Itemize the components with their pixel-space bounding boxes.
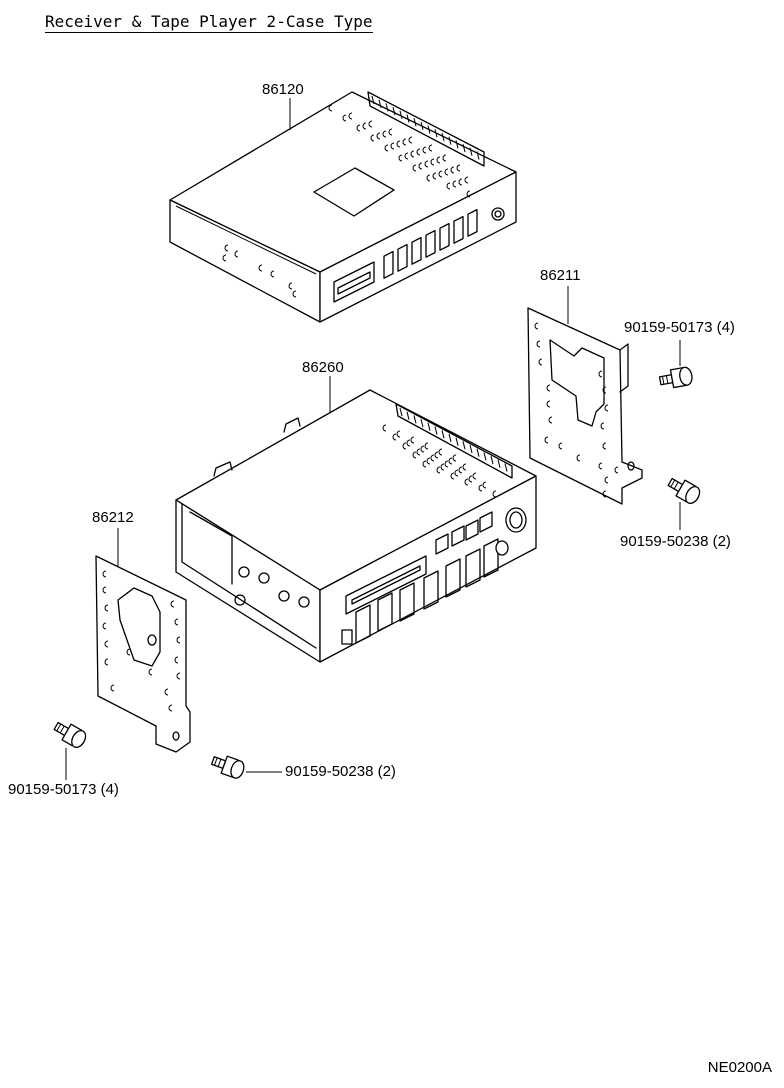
leader-lines <box>66 98 680 780</box>
part-label-86120: 86120 <box>262 81 304 98</box>
diagram-title: Receiver & Tape Player 2-Case Type <box>45 12 373 33</box>
part-label-86212: 86212 <box>92 509 134 526</box>
screw-left-bottom-icon[interactable] <box>52 718 89 750</box>
part-label-86260: 86260 <box>302 359 344 376</box>
part-label-screw-right-bottom: 90159-50238 (2) <box>620 533 731 550</box>
part-label-screw-left-bottom: 90159-50173 (4) <box>8 781 119 798</box>
bracket-left-icon[interactable] <box>96 556 190 752</box>
screw-right-top-icon[interactable] <box>659 366 694 389</box>
bracket-right-icon[interactable] <box>528 308 642 504</box>
screw-right-bottom-icon[interactable] <box>666 474 703 506</box>
diagram-code: NE0200A <box>707 1059 772 1076</box>
part-label-screw-right-top: 90159-50173 (4) <box>624 319 735 336</box>
receiver-unit-icon[interactable] <box>170 92 516 322</box>
part-label-86211: 86211 <box>540 267 581 284</box>
tape-player-unit-icon[interactable] <box>176 390 536 662</box>
part-label-screw-center-bottom: 90159-50238 (2) <box>285 763 396 780</box>
screw-center-bottom-icon[interactable] <box>210 752 246 780</box>
